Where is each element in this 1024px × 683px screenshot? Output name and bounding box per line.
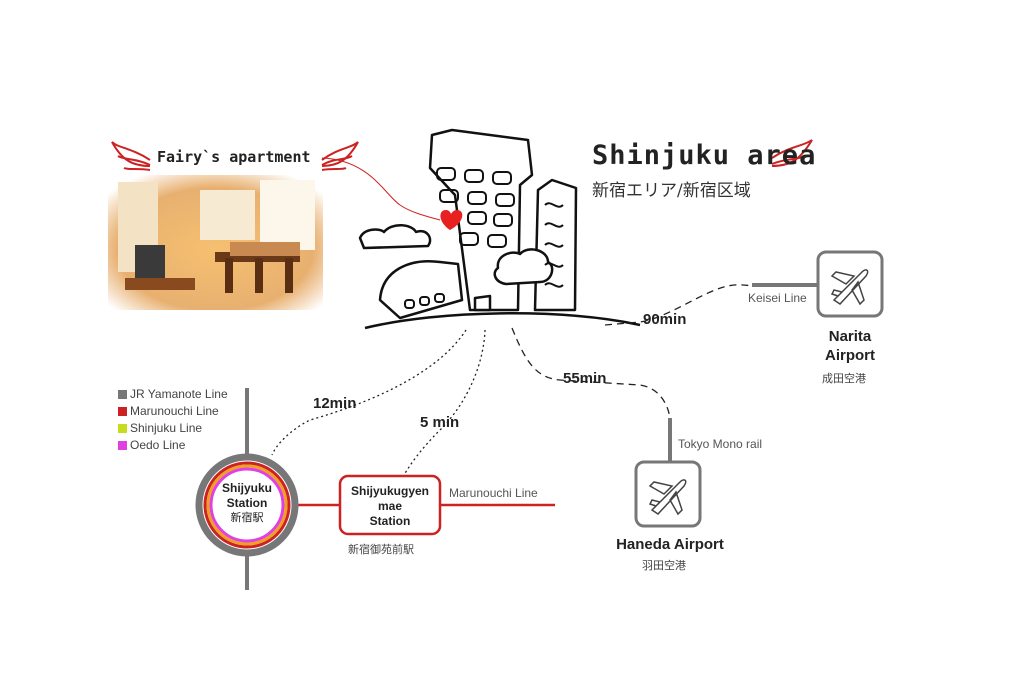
legend-label: Marunouchi Line	[130, 404, 219, 418]
legend-swatch	[118, 441, 127, 450]
page-title: Shinjuku area	[592, 140, 817, 171]
gyoen-station-name: Shijyukugyen mae Station	[340, 484, 440, 529]
time-haneda: 55min	[563, 370, 607, 387]
route-line-90min	[604, 284, 753, 326]
time-shinjuku: 12min	[313, 395, 357, 412]
shinjuku-name-jp: 新宿駅	[230, 512, 264, 524]
time-gyoen: 5 min	[420, 414, 460, 431]
plane-icon	[830, 269, 869, 306]
gyoen-station-box	[338, 474, 442, 536]
tokyo-monorail-label: Tokyo Mono rail	[678, 437, 763, 451]
shinjuku-station-ring-yellow	[206, 464, 288, 546]
legend-label: Oedo Line	[130, 438, 186, 452]
legend-swatch	[118, 390, 127, 399]
haneda-airport-jp: 羽田空港	[642, 559, 686, 572]
route-line-5min	[403, 329, 486, 476]
apartment-photo	[108, 175, 323, 310]
narita-airport-name: Narita Airport	[808, 327, 892, 365]
keisei-line-label: Keisei Line	[748, 291, 807, 305]
haneda-airport-name: Haneda Airport	[616, 536, 724, 553]
line-legend: JR Yamanote Line Marunouchi Line Shinjuk…	[118, 386, 228, 454]
narita-name-line1: Narita	[828, 328, 872, 345]
legend-item-yamanote: JR Yamanote Line	[118, 386, 228, 403]
shinjuku-station-name: Shijyuku Station 新宿駅	[207, 481, 287, 526]
legend-label: JR Yamanote Line	[130, 387, 228, 401]
legend-item-oedo: Oedo Line	[118, 437, 228, 454]
heart-icon	[440, 210, 463, 230]
narita-name-line2: Airport	[825, 347, 875, 364]
route-line-12min	[271, 329, 467, 456]
shinjuku-station-ring-red	[203, 461, 291, 549]
plane-icon	[648, 479, 687, 516]
gyoen-name-line2: mae	[377, 499, 403, 513]
apartment-label: Fairy`s apartment	[157, 148, 311, 166]
wing-title-right-icon	[771, 139, 813, 167]
shinjuku-name-line1: Shijyuku	[221, 481, 272, 495]
gyoen-name-line1: Shijyukugyen	[350, 484, 430, 498]
legend-label: Shinjuku Line	[130, 421, 203, 435]
building-windows	[404, 167, 564, 309]
shinjuku-name-line2: Station	[226, 496, 268, 510]
shinjuku-station-ring-gray	[195, 453, 299, 557]
legend-item-marunouchi: Marunouchi Line	[118, 403, 228, 420]
time-narita: 90min	[643, 311, 687, 328]
marunouchi-line-label: Marunouchi Line	[449, 486, 538, 500]
apartment-link-line	[321, 157, 441, 221]
legend-swatch	[118, 424, 127, 433]
narita-airport-jp: 成田空港	[822, 372, 866, 385]
legend-item-shinjuku: Shinjuku Line	[118, 420, 228, 437]
route-line-55min	[511, 327, 671, 419]
wing-right-icon	[321, 141, 359, 171]
gyoen-name-line3: Station	[369, 514, 411, 528]
shinjuku-station-ring-magenta	[209, 467, 285, 543]
gyoen-station-jp: 新宿御苑前駅	[348, 543, 414, 556]
page-subtitle: 新宿エリア/新宿区域	[592, 181, 751, 201]
legend-swatch	[118, 407, 127, 416]
wing-left-icon	[111, 141, 151, 171]
